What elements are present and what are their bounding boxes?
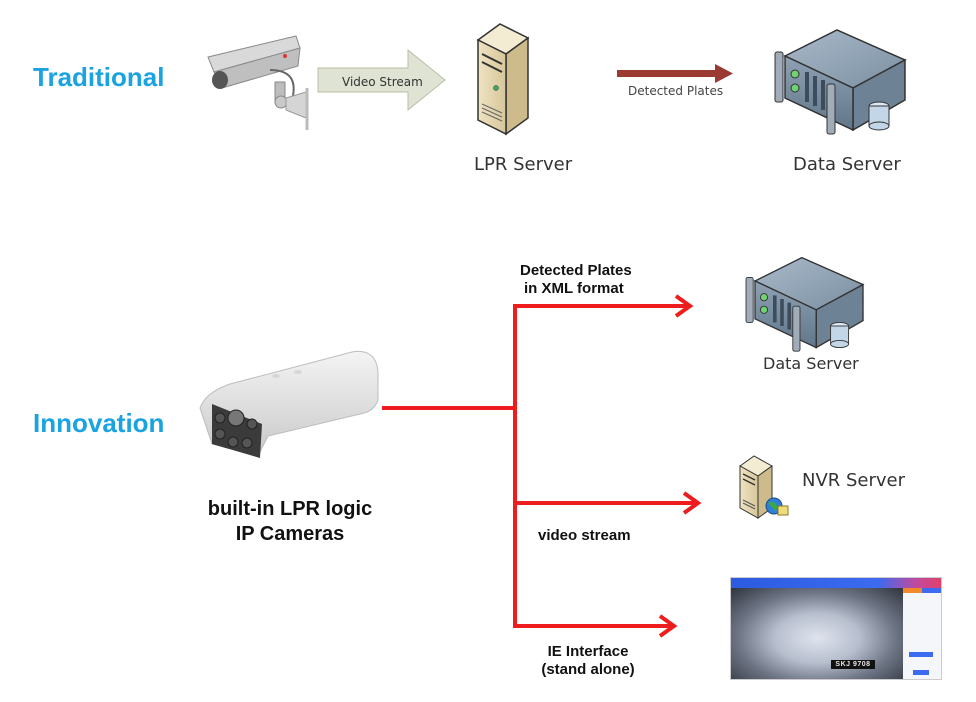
innovation-connector <box>382 304 698 628</box>
ie-panel-tab-1 <box>903 588 922 593</box>
lpr-ip-camera-icon <box>199 350 379 458</box>
rack-server-database-icon <box>745 256 865 352</box>
nvr-server-globe-icon <box>739 455 789 519</box>
ie-side-panel <box>903 588 941 679</box>
arrowhead-ie-interface <box>658 614 678 638</box>
branch-ie-label-line1: IE Interface <box>547 643 629 660</box>
camera-caption-line2: IP Cameras <box>235 523 345 545</box>
traditional-title: Traditional <box>33 62 165 92</box>
branch-video-stream-label: video stream <box>538 527 631 544</box>
ie-panel-button-2 <box>913 670 929 675</box>
branch-xml-label-line1: Detected Plates <box>520 262 632 279</box>
data-server-label: Data Server <box>793 154 901 175</box>
cctv-camera-icon <box>207 35 309 130</box>
ie-panel-tab-2 <box>922 588 941 593</box>
ie-panel-button <box>909 652 933 657</box>
branch-xml-label-line2: in XML format <box>524 280 624 297</box>
video-stream-arrow-label: Video Stream <box>342 75 423 89</box>
innovation-title: Innovation <box>33 408 165 438</box>
rack-server-database-icon <box>774 29 907 135</box>
data-server-2-label: Data Server <box>763 354 859 373</box>
detected-plates-arrow-label: Detected Plates <box>628 84 724 98</box>
video-stream-arrow <box>317 48 446 112</box>
lpr-server-label: LPR Server <box>474 154 573 175</box>
arrowhead-nvr-server <box>682 491 702 515</box>
tower-server-icon <box>476 23 530 136</box>
camera-caption-line1: built-in LPR logic <box>207 498 373 520</box>
nvr-server-label: NVR Server <box>802 470 906 491</box>
ie-toolbar <box>731 578 941 588</box>
ie-camera-view: SKJ 9708 <box>731 588 903 679</box>
branch-ie-interface-label: IE Interface (stand alone) <box>528 643 648 679</box>
ie-interface-screenshot: SKJ 9708 <box>730 577 942 680</box>
arrowhead-data-server <box>674 294 694 318</box>
camera-caption: built-in LPR logic IP Cameras <box>190 497 390 547</box>
branch-ie-label-line2: (stand alone) <box>541 661 635 678</box>
detected-plates-arrow <box>617 64 733 83</box>
branch-xml-label: Detected Plates in XML format <box>512 262 646 298</box>
license-plate: SKJ 9708 <box>831 660 875 669</box>
